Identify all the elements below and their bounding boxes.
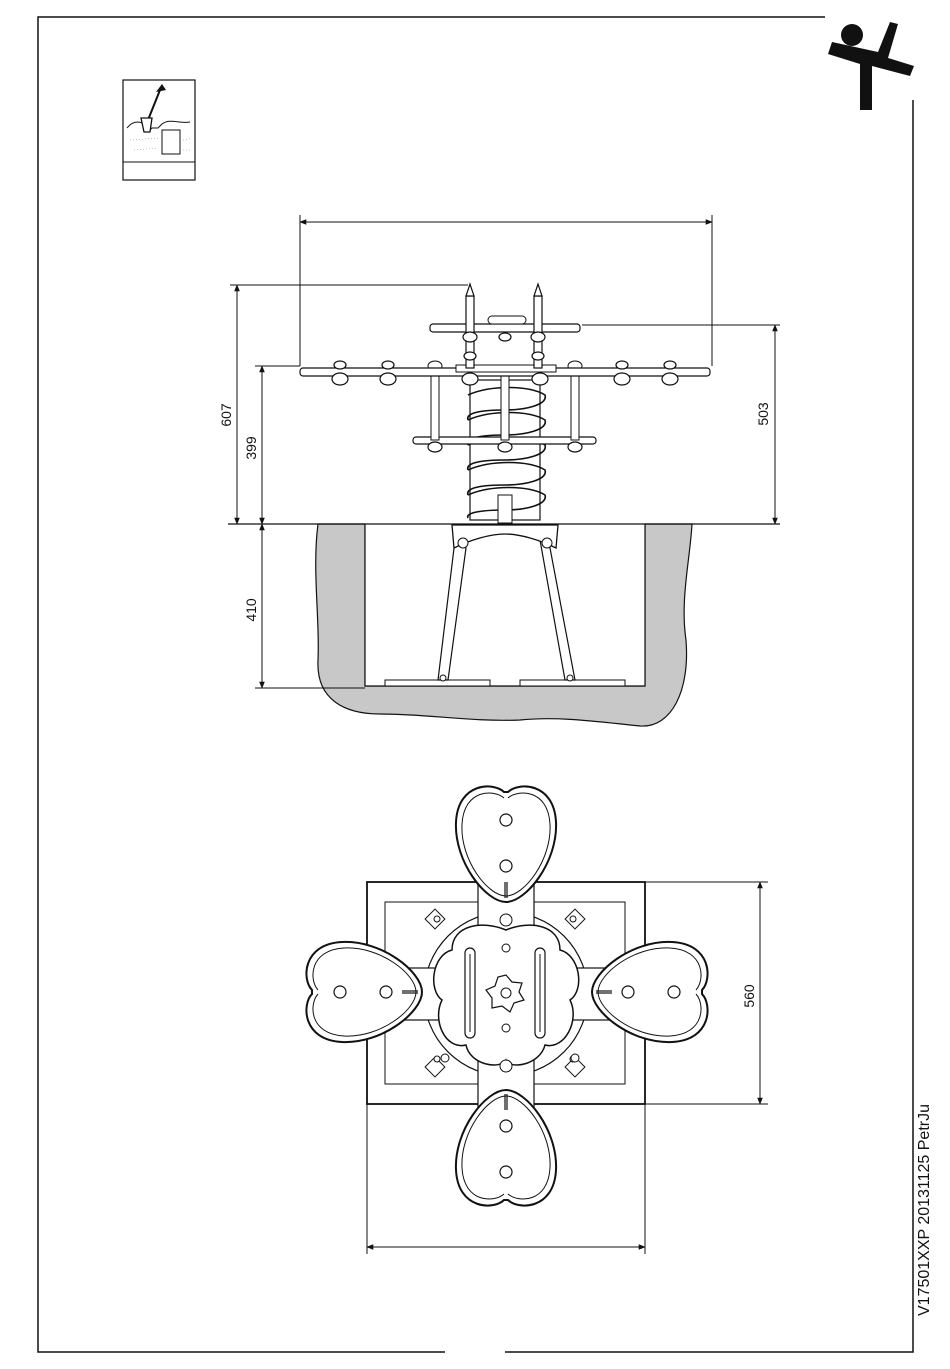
drawing-reference: V17501XXP 20131125 PetrJu — [905, 1060, 945, 1360]
dim-560: 560 — [741, 984, 757, 1008]
side-view: 607 399 410 503 — [218, 215, 780, 726]
kompan-figure-logo — [828, 22, 914, 110]
drawing-reference-text: V17501XXP 20131125 PetrJu — [916, 1104, 934, 1316]
dim-410: 410 — [243, 598, 259, 622]
top-view: 560 — [306, 786, 768, 1254]
dim-503: 503 — [755, 402, 771, 426]
dim-607: 607 — [218, 403, 234, 427]
dim-399: 399 — [243, 436, 259, 460]
shovel-digging-icon — [123, 80, 195, 180]
